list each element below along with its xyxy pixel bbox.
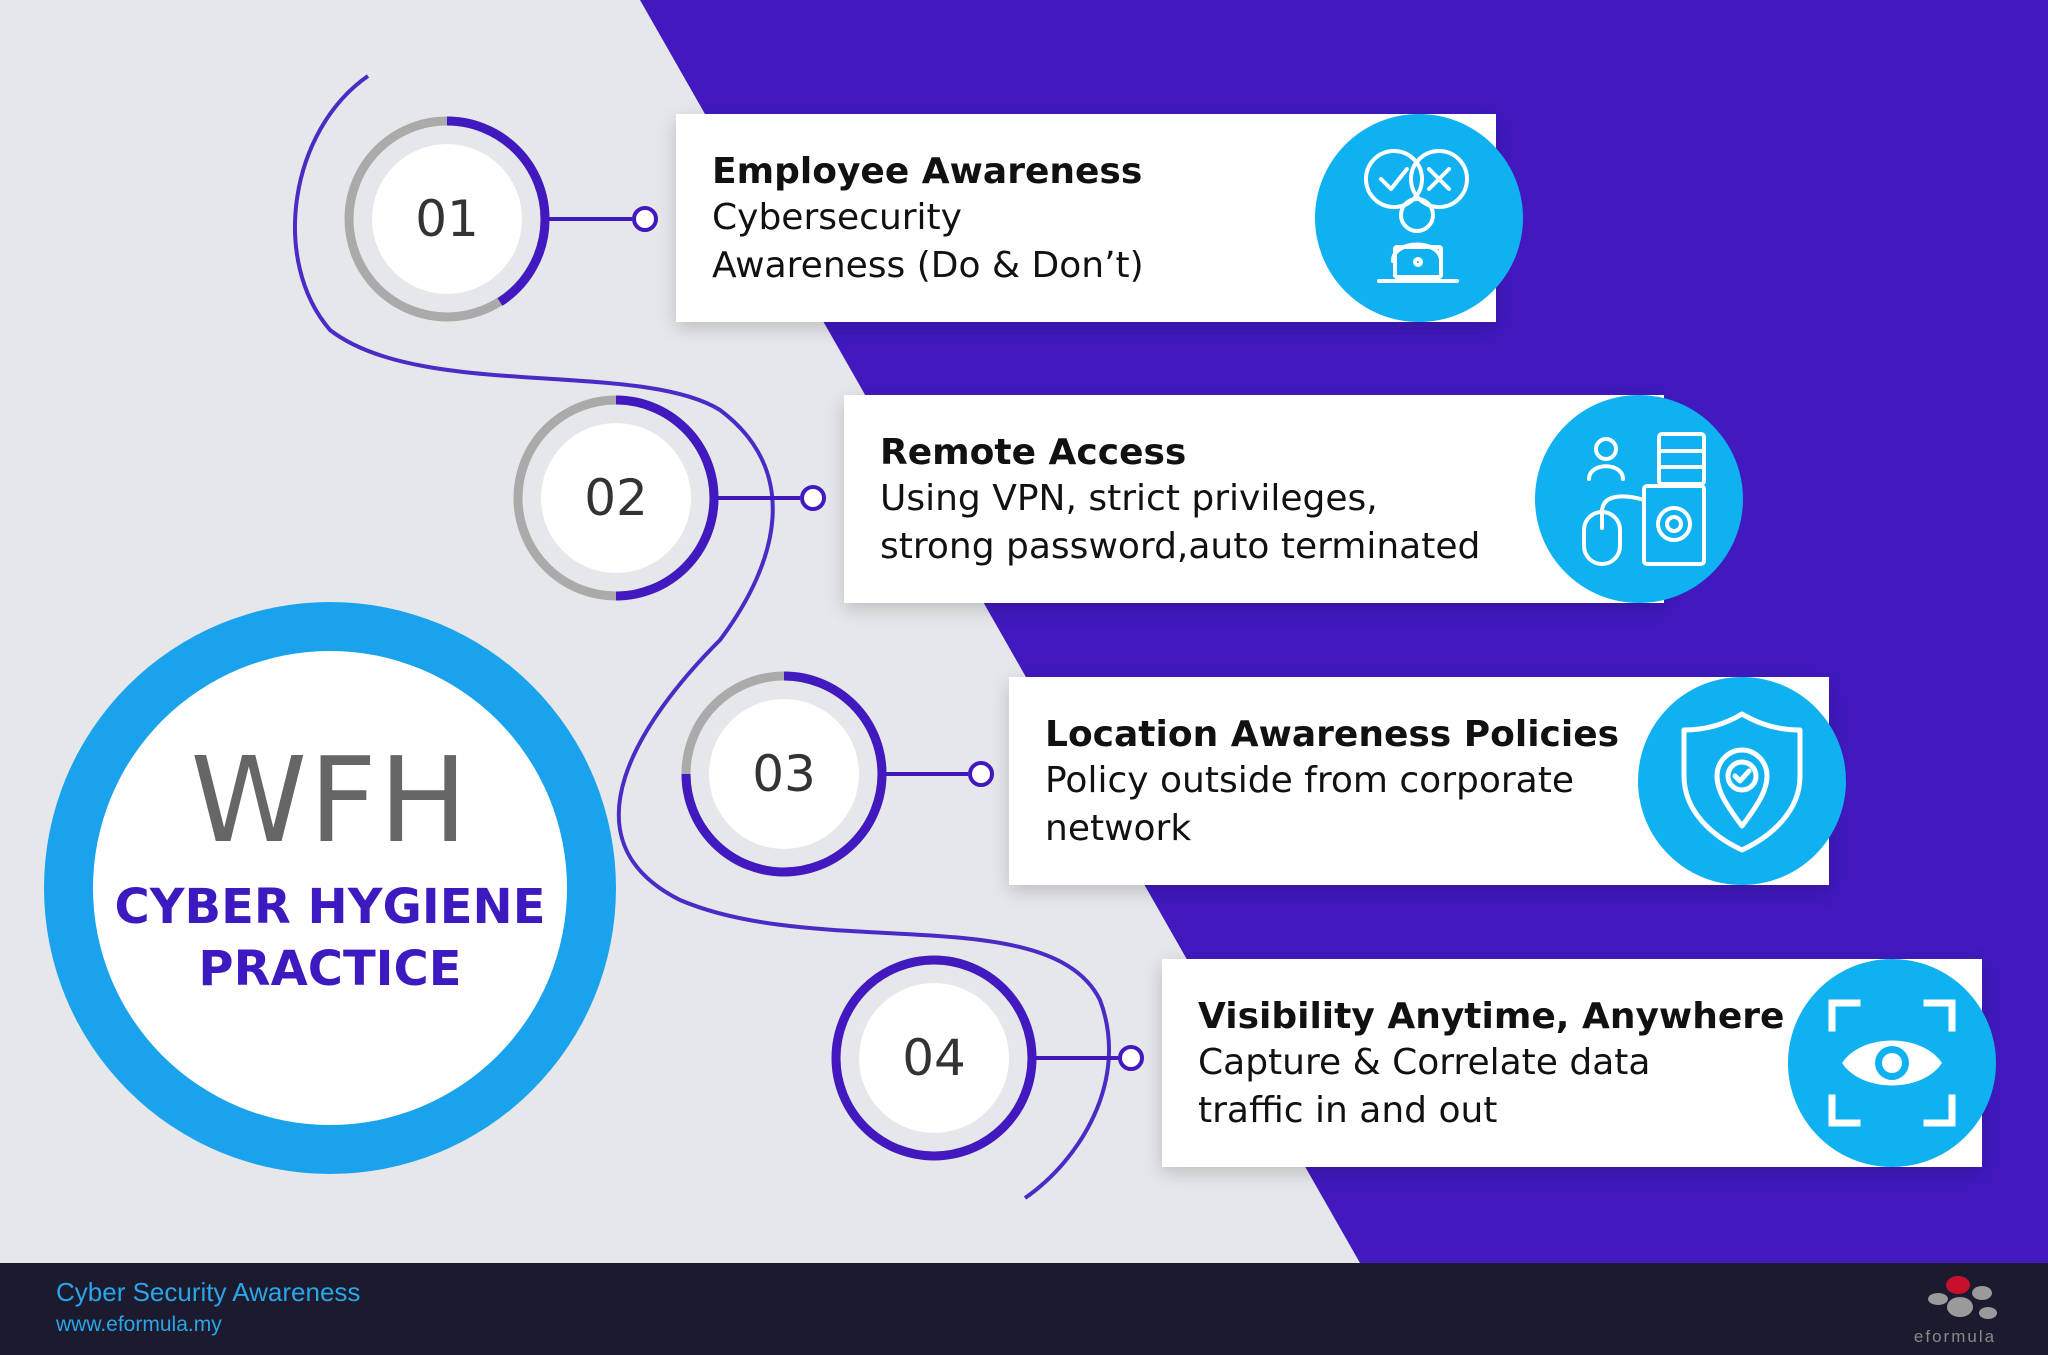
hero-subtitle-line2: PRACTICE [198, 941, 462, 997]
location-shield-icon [1638, 677, 1846, 885]
step-03-badge [681, 671, 994, 877]
step-01-badge [344, 116, 658, 322]
step-03-title: Location Awareness Policies [1045, 714, 1620, 755]
hero-title: WFH [190, 731, 470, 869]
brand-name: eformula [1913, 1327, 1997, 1346]
footer-title: Cyber Security Awareness [56, 1277, 361, 1307]
footer-url-link[interactable]: www.eformula.my [56, 1313, 222, 1336]
step-02-description: Using VPN, strict privileges, strong pas… [880, 478, 1481, 567]
step-02-number: 02 [584, 469, 648, 527]
step-04-badge [831, 955, 1144, 1161]
eye-scan-icon [1788, 959, 1996, 1167]
step-03-number: 03 [752, 745, 816, 803]
step-04-text: Visibility Anytime, Anywhere Capture & C… [1198, 995, 1785, 1135]
hero-disc [93, 651, 567, 1125]
hero-subtitle-line1: CYBER HYGIENE [114, 879, 546, 935]
step-01-number: 01 [415, 190, 479, 248]
step-01-title: Employee Awareness [712, 151, 1143, 192]
step-04-description: Capture & Correlate data traffic in and … [1198, 1042, 1651, 1131]
winding-path [293, 74, 1111, 1200]
step-02-title: Remote Access [880, 432, 1187, 473]
step-02-text: Remote Access Using VPN, strict privileg… [880, 431, 1514, 571]
brand-logo: eformula [1900, 1271, 2010, 1351]
step-01-text: Employee Awareness Cybersecurity Awarene… [712, 150, 1296, 290]
brand-logo-icon [1928, 1276, 1997, 1319]
step-02-card: Remote Access Using VPN, strict privileg… [844, 395, 1664, 603]
step-01-description: Cybersecurity Awareness (Do & Don’t) [712, 197, 1144, 286]
step-03-text: Location Awareness Policies Policy outsi… [1045, 713, 1629, 853]
step-04-number: 04 [902, 1029, 966, 1087]
step-04-title: Visibility Anytime, Anywhere [1198, 996, 1785, 1037]
hero-text: WFH CYBER HYGIENE PRACTICE [90, 740, 570, 1000]
employee-laptop-icon [1315, 114, 1523, 322]
hero-subtitle: CYBER HYGIENE PRACTICE [90, 876, 570, 1000]
step-02-badge [513, 395, 826, 601]
footer: Cyber Security Awareness www.eformula.my… [0, 1263, 2048, 1355]
step-03-description: Policy outside from corporate network [1045, 760, 1574, 849]
remote-server-icon [1535, 395, 1743, 603]
